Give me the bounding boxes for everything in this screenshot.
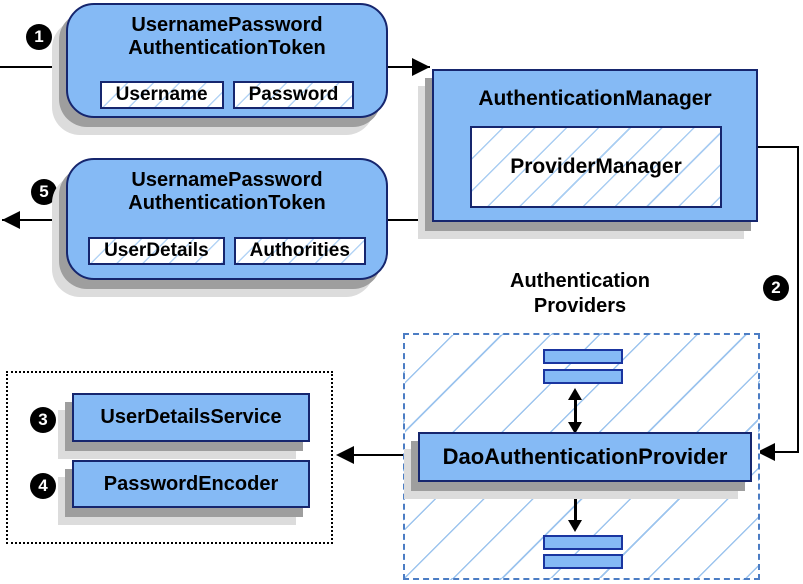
provider-manager-box: ProviderManager xyxy=(470,126,722,208)
response-token-title: UsernamePassword AuthenticationToken xyxy=(68,160,386,215)
response-token-title-line2: AuthenticationToken xyxy=(128,192,326,214)
provider-placeholder-bar xyxy=(543,554,623,569)
provider-placeholder-bar xyxy=(543,535,623,550)
authentication-providers-label: Authentication Providers xyxy=(440,269,720,319)
request-token-title: UsernamePassword AuthenticationToken xyxy=(68,5,386,60)
password-field: Password xyxy=(232,81,355,109)
step-4-badge: 4 xyxy=(30,473,56,499)
step-3-badge: 3 xyxy=(30,407,56,433)
dao-to-services-line xyxy=(343,454,419,456)
password-encoder-box: PasswordEncoder xyxy=(72,460,310,508)
user-details-service-box: UserDetailsService xyxy=(72,393,310,442)
request-token-box: UsernamePassword AuthenticationToken Use… xyxy=(66,3,388,118)
userdetails-field: UserDetails xyxy=(88,237,225,265)
authentication-manager-title: AuthenticationManager xyxy=(478,87,712,110)
double-arrow-icon xyxy=(567,388,583,434)
request-token-title-line1: UsernamePassword xyxy=(131,14,323,36)
step-1-badge: 1 xyxy=(26,24,52,50)
manager-to-dao-line-bottom xyxy=(773,451,799,453)
username-field: Username xyxy=(99,81,224,109)
dao-authentication-provider-box: DaoAuthenticationProvider xyxy=(418,432,752,482)
services-container xyxy=(6,371,333,544)
authentication-providers-label-line2: Providers xyxy=(533,295,627,317)
response-token-title-line1: UsernamePassword xyxy=(131,169,323,191)
arrow-left-icon xyxy=(2,211,20,229)
step-5-badge: 5 xyxy=(31,179,57,205)
arrow-right-icon xyxy=(412,58,430,76)
manager-to-dao-line-top xyxy=(757,146,799,148)
double-arrow-icon xyxy=(567,486,583,532)
authentication-providers-label-line1: Authentication xyxy=(510,270,650,292)
request-token-title-line2: AuthenticationToken xyxy=(128,37,326,59)
authentication-manager-box: AuthenticationManager ProviderManager xyxy=(432,69,758,222)
response-token-box: UsernamePassword AuthenticationToken Use… xyxy=(66,158,388,280)
arrow-left-icon xyxy=(336,446,354,464)
manager-to-dao-line-vertical xyxy=(797,146,799,453)
arrow-left-icon xyxy=(757,443,775,461)
step-2-badge: 2 xyxy=(763,275,789,301)
provider-placeholder-bar xyxy=(543,369,623,384)
provider-placeholder-bar xyxy=(543,349,623,364)
authorities-field: Authorities xyxy=(233,237,366,265)
